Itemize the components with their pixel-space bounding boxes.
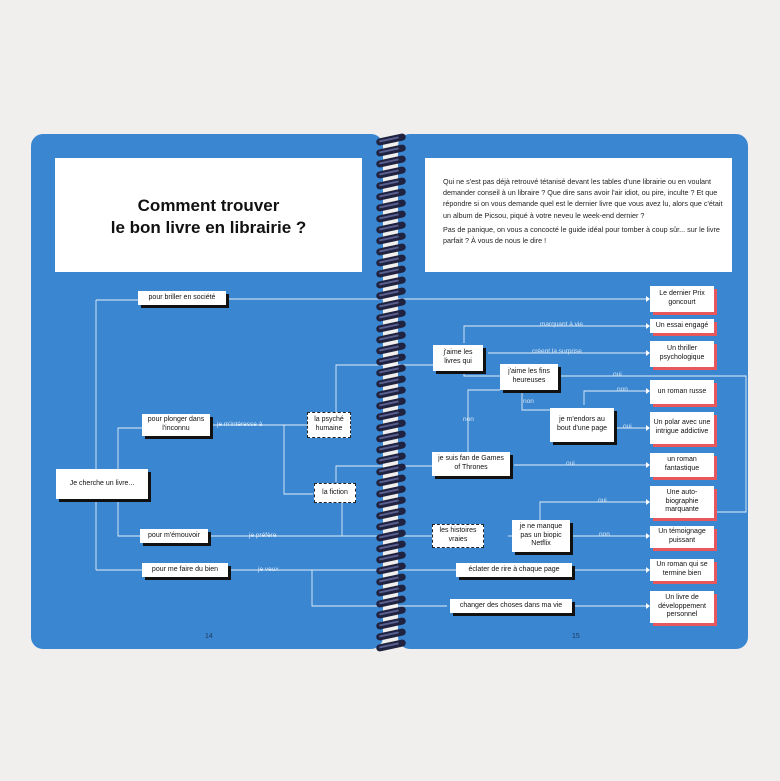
- result-fantastique: un roman fantastique: [650, 453, 714, 477]
- label-fins-non: non: [523, 398, 534, 405]
- connector-biopic-oui: [539, 501, 646, 524]
- label-biopic-non: non: [599, 531, 610, 538]
- intro-paragraph-2: Pas de panique, on vous a concocté le gu…: [443, 224, 720, 246]
- result-goncourt: Le dernier Prix goncourt: [650, 286, 714, 312]
- node-start: Je cherche un livre...: [56, 469, 148, 499]
- node-emouvoir: pour m'émouvoir: [140, 529, 208, 543]
- node-histoires: les histoires vraies: [432, 524, 484, 548]
- label-fins-oui: oui: [613, 371, 622, 378]
- label-prefere: je préfère: [249, 532, 277, 539]
- label-endors-non: non: [617, 386, 628, 393]
- result-finbien: Un roman qui se termine bien: [650, 559, 714, 581]
- page-number-left: 14: [205, 633, 213, 640]
- result-temoignage: Un témoignage puissant: [650, 526, 714, 548]
- title-line-2: le bon livre en librairie ?: [110, 218, 307, 237]
- node-fiction: la fiction: [314, 483, 356, 503]
- connector-plonger: [117, 427, 142, 470]
- node-got: je suis fan de Games of Thrones: [432, 452, 510, 476]
- intro-box: [425, 158, 732, 272]
- label-got-non: non: [463, 416, 474, 423]
- connector-marquant: [463, 325, 646, 343]
- node-rire: éclater de rire à chaque page: [456, 563, 572, 577]
- label-surprise: créent la surprise: [532, 348, 582, 355]
- result-polar: Un polar avec une intrigue addictive: [650, 412, 714, 444]
- node-briller: pour briller en société: [138, 291, 226, 305]
- intro-text: Qui ne s'est pas déjà retrouvé tétanisé …: [443, 176, 724, 249]
- result-essai: Un essai engagé: [650, 319, 714, 333]
- intro-paragraph-1: Qui ne s'est pas déjà retrouvé tétanisé …: [443, 177, 723, 220]
- connector-fiction: [283, 425, 313, 495]
- result-dev: Un livre de développement personnel: [650, 591, 714, 623]
- spiral-coil: [375, 638, 407, 653]
- label-biopic-oui: oui: [598, 497, 607, 504]
- node-fins: j'aime les fins heureuses: [500, 364, 558, 390]
- page-number-right: 15: [572, 633, 580, 640]
- connector-endors-non: [583, 390, 646, 405]
- node-bien: pour me faire du bien: [142, 563, 228, 577]
- result-thriller: Un thriller psychologique: [650, 341, 714, 367]
- node-plonger: pour plonger dans l'inconnu: [142, 414, 210, 436]
- page-title: Comment trouver le bon livre en librairi…: [55, 195, 362, 239]
- result-russe: un roman russe: [650, 380, 714, 404]
- node-aime: j'aime les livres qui: [433, 345, 483, 371]
- node-changer: changer des choses dans ma vie: [450, 599, 572, 613]
- connector-emouvoir: [117, 498, 140, 537]
- connector-fins-non: [521, 388, 550, 411]
- connector-aime-fins: [463, 372, 500, 377]
- label-veux: je veux: [258, 566, 279, 573]
- label-interesse: je m'intéresse à: [217, 421, 263, 428]
- label-got-oui: oui: [566, 460, 575, 467]
- spiral-binding: [372, 130, 412, 655]
- connector-got-fins: [467, 389, 500, 452]
- node-biopic: je ne manque pas un biopic Netflix: [512, 520, 570, 552]
- node-psyche: la psyché humaine: [307, 412, 351, 438]
- title-line-1: Comment trouver: [137, 196, 280, 215]
- node-endors: je m'endors au bout d'une page: [550, 408, 614, 442]
- label-marquant: marquant à vie: [540, 321, 583, 328]
- result-autobio: Une auto-biographie marquante: [650, 486, 714, 518]
- title-box: [55, 158, 362, 272]
- connector-fins-oui: [560, 375, 747, 513]
- label-endors-oui: oui: [623, 423, 632, 430]
